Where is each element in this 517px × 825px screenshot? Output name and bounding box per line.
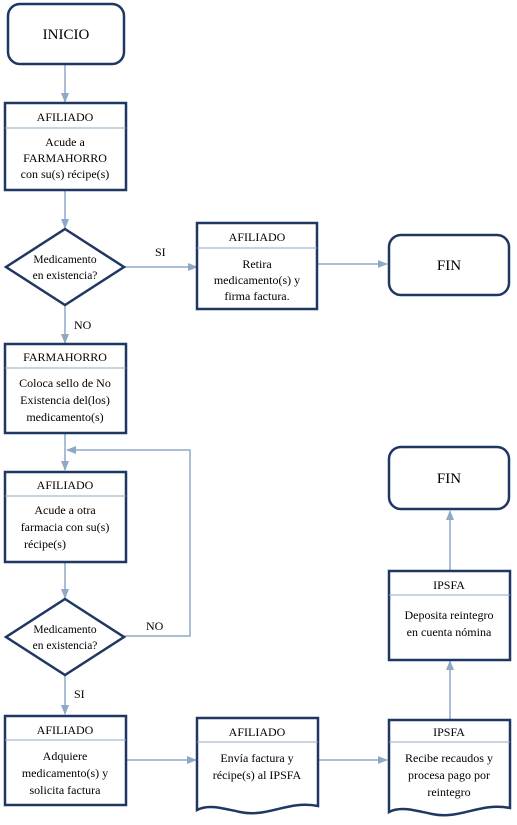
process-line: Adquiere — [43, 749, 88, 763]
process-header: AFILIADO — [229, 230, 286, 244]
process-header: AFILIADO — [37, 723, 94, 737]
end-label: FIN — [437, 471, 461, 487]
process-farmahorro-sello: FARMAHORRO Coloca sello de No Existencia… — [3, 342, 128, 435]
document-line: Envía factura y — [220, 751, 293, 765]
process-line: Coloca sello de No — [19, 376, 111, 390]
process-line: farmacia con su(s) — [21, 520, 110, 534]
process-afiliado-retira: AFILIADO Retira medicamento(s) y firma f… — [195, 221, 319, 311]
edge-label-si-1: SI — [155, 245, 166, 259]
edge-label-no-1: NO — [74, 318, 92, 332]
document-afiliado-envia: AFILIADO Envía factura y récipe(s) al IP… — [195, 716, 320, 815]
process-line: Acude a — [45, 135, 85, 149]
process-header: IPSFA — [433, 578, 465, 592]
process-header: AFILIADO — [37, 110, 94, 124]
process-line: medicamento(s) y — [22, 766, 108, 780]
process-line: medicamento(s) — [26, 410, 103, 424]
process-line: solicita factura — [30, 783, 102, 797]
decision-line: en existencia? — [33, 270, 98, 282]
edge-label-si-2: SI — [74, 687, 85, 701]
edge-label-no-2: NO — [146, 619, 164, 633]
process-ipsfa-deposita: IPSFA Deposita reintegro en cuenta nómin… — [387, 569, 512, 662]
decision-medicamento-2: Medicamento en existencia? — [3, 597, 127, 677]
process-line: récipe(s) — [24, 537, 66, 551]
process-line: medicamento(s) y — [214, 273, 300, 287]
process-line: FARMAHORRO — [23, 151, 107, 165]
decision-line: Medicamento — [33, 624, 96, 636]
end-label: FIN — [437, 258, 461, 274]
end-node-2: FIN — [387, 445, 511, 511]
document-line: récipe(s) al IPSFA — [213, 768, 302, 782]
decision-line: Medicamento — [33, 254, 96, 266]
document-line: procesa pago por — [408, 768, 490, 782]
connectors — [61, 64, 454, 764]
process-line: firma factura. — [224, 289, 289, 303]
process-line: con su(s) récipe(s) — [21, 167, 110, 181]
process-line: Deposita reintegro — [405, 608, 494, 622]
process-line: en cuenta nómina — [407, 625, 492, 639]
process-header: FARMAHORRO — [23, 350, 107, 364]
document-ipsfa-recibe: IPSFA Recibe recaudos y procesa pago por… — [387, 718, 512, 817]
process-line: Retira — [242, 257, 272, 271]
start-label: INICIO — [43, 27, 90, 43]
decision-medicamento-1: Medicamento en existencia? — [3, 227, 127, 307]
arrow-decision-2-no-loop — [66, 446, 191, 637]
process-line: Acude a otra — [34, 503, 96, 517]
document-line: Recibe recaudos y — [405, 751, 493, 765]
document-header: IPSFA — [433, 725, 465, 739]
process-header: AFILIADO — [37, 478, 94, 492]
process-afiliado-acude-farmahorro: AFILIADO Acude a FARMAHORRO con su(s) ré… — [3, 101, 128, 192]
end-node-1: FIN — [387, 233, 511, 297]
document-header: AFILIADO — [229, 725, 286, 739]
process-afiliado-adquiere: AFILIADO Adquiere medicamento(s) y solic… — [3, 714, 128, 807]
process-afiliado-otra-farmacia: AFILIADO Acude a otra farmacia con su(s)… — [3, 470, 128, 564]
document-line: reintegro — [427, 785, 470, 799]
process-line: Existencia del(los) — [20, 393, 110, 407]
start-node: INICIO — [6, 2, 126, 66]
decision-line: en existencia? — [33, 640, 98, 652]
